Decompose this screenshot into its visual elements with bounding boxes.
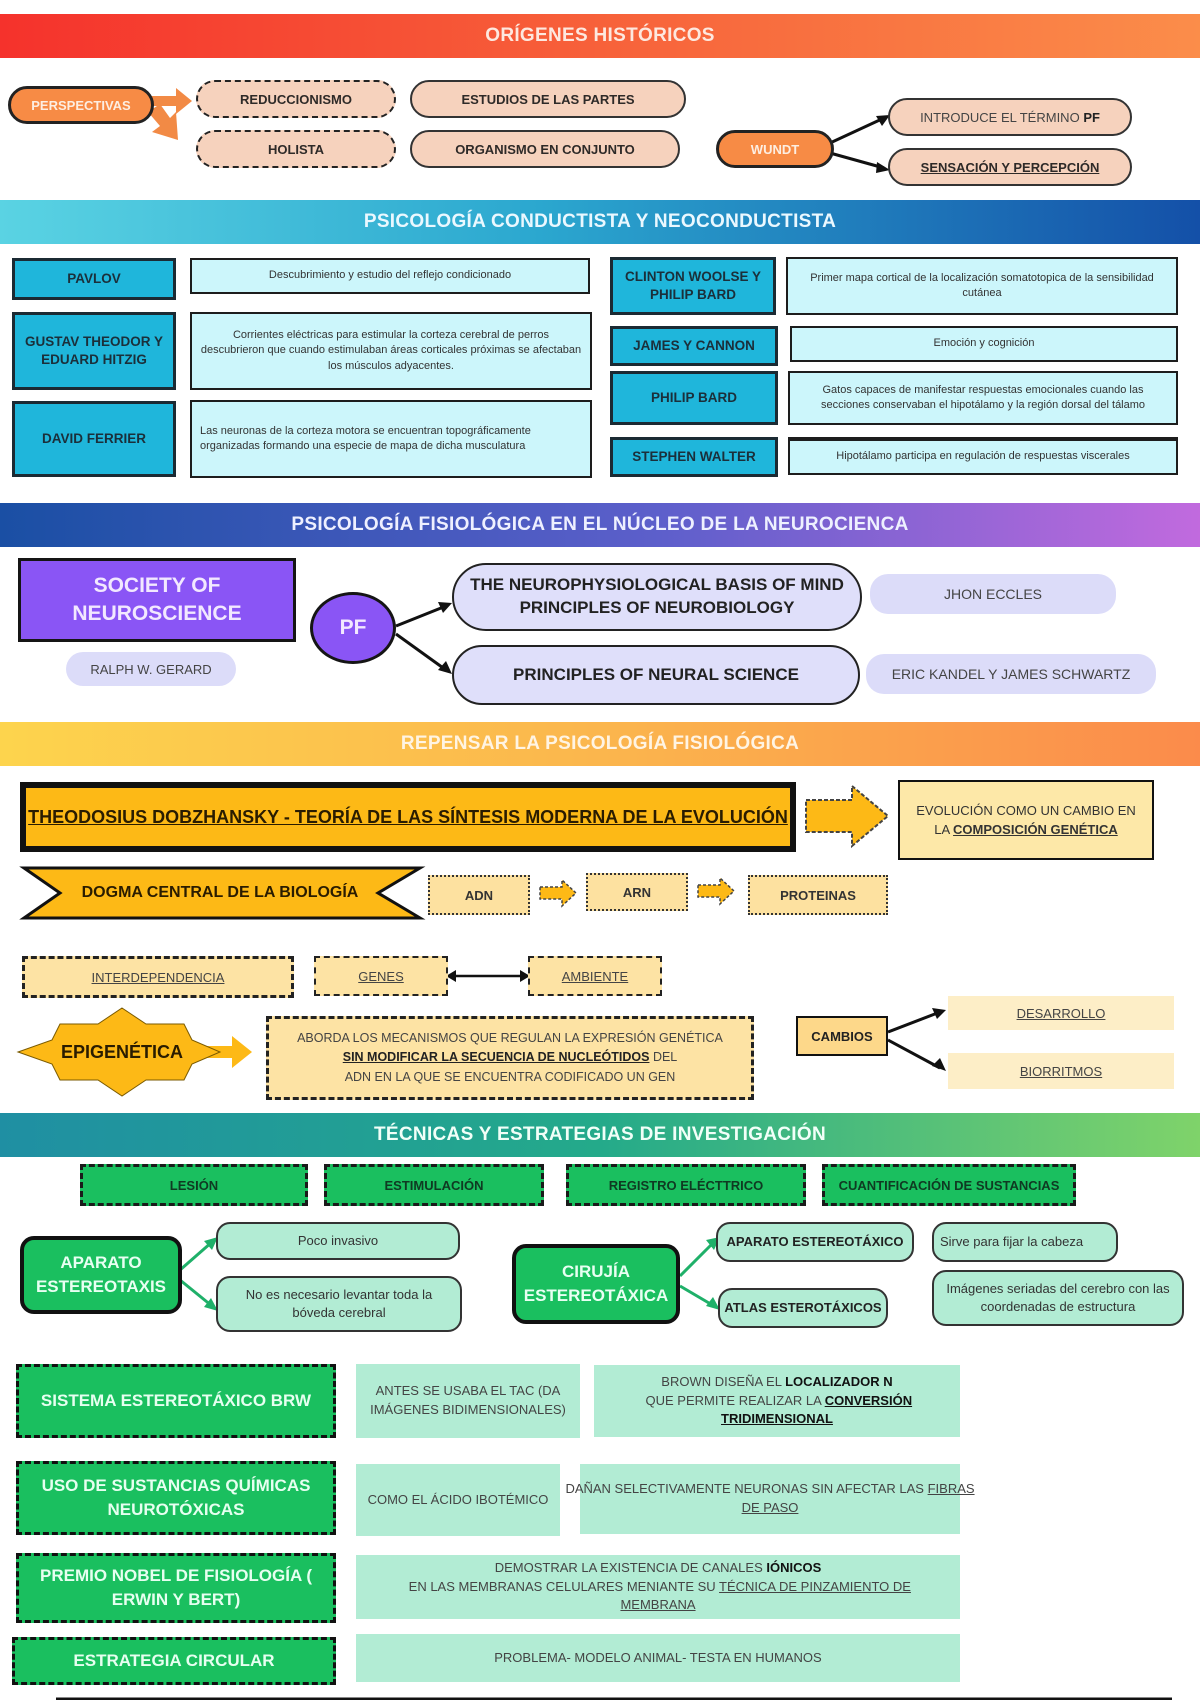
desc-philip-bard: Gatos capaces de manifestar respuestas e… xyxy=(788,371,1178,425)
premio-nobel-box: PREMIO NOBEL DE FISIOLOGÍA ( ERWIN Y BER… xyxy=(16,1553,336,1623)
sistema-brw-box: SISTEMA ESTEREOTÁXICO BRW xyxy=(16,1364,336,1438)
society-neuroscience-box: SOCIETY OF NEUROSCIENCE xyxy=(18,558,296,642)
section-title-neuro: PSICOLOGÍA FISIOLÓGICA EN EL NÚCLEO DE L… xyxy=(0,503,1200,547)
arrow-icon xyxy=(876,115,890,173)
sustancias-neurotoxicas-box: USO DE SUSTANCIAS QUÍMICAS NEUROTÓXICAS xyxy=(16,1461,336,1535)
person-stephen-walter: STEPHEN WALTER xyxy=(610,437,778,477)
cambios-box: CAMBIOS xyxy=(796,1016,888,1056)
book-neurophysiological-basis: THE NEUROPHYSIOLOGICAL BASIS OF MIND PRI… xyxy=(452,563,862,631)
arrow-icon xyxy=(697,876,736,906)
person-philip-bard: PHILIP BARD xyxy=(610,371,778,425)
ralph-gerard-label: RALPH W. GERARD xyxy=(66,652,236,686)
atlas-estereotaxicos-box: ATLAS ESTEROTÁXICOS xyxy=(718,1288,888,1328)
demostrar-canales-box: DEMOSTRAR LA EXISTENCIA DE CANALES IÓNIC… xyxy=(356,1555,960,1619)
arrow-icon xyxy=(829,116,885,170)
person-james-cannon: JAMES Y CANNON xyxy=(610,326,778,366)
desc-pavlov: Descubrimiento y estudio del reflejo con… xyxy=(190,258,590,294)
wundt-node[interactable]: WUNDT xyxy=(716,130,834,168)
sirve-fijar-box: Sirve para fijar la cabeza xyxy=(932,1222,1118,1262)
reduccionismo-node[interactable]: REDUCCIONISMO xyxy=(196,80,396,118)
dogma-label: DOGMA CENTRAL DE LA BIOLOGÍA xyxy=(81,884,359,901)
no-es-necesario-box: No es necesario levantar toda la bóveda … xyxy=(216,1276,462,1332)
dobzhansky-theory-box: THEODOSIUS DOBZHANSKY - TEORÍA DE LAS SÍ… xyxy=(20,782,796,852)
arrow-icon xyxy=(204,1036,252,1068)
cirugia-estereotaxica-box: CIRUJÍA ESTEREOTÁXICA xyxy=(512,1244,680,1324)
arn-box: ARN xyxy=(586,873,688,911)
pf-circle: PF xyxy=(310,592,396,664)
arrow-icon xyxy=(148,88,192,140)
section-title-behaviorism: PSICOLOGÍA CONDUCTISTA Y NEOCONDUCTISTA xyxy=(0,200,1200,244)
perspectivas-node[interactable]: PERSPECTIVAS xyxy=(8,86,154,124)
person-pavlov: PAVLOV xyxy=(12,258,176,300)
sensacion-percepcion-node[interactable]: SENSACIÓN Y PERCEPCIÓN xyxy=(888,148,1132,186)
person-woolse-bard: CLINTON WOOLSE Y PHILIP BARD xyxy=(610,257,776,315)
poco-invasivo-box: Poco invasivo xyxy=(216,1222,460,1260)
desc-gustav-hitzig: Corrientes eléctricas para estimular la … xyxy=(190,312,592,390)
arrow-icon xyxy=(179,1240,716,1308)
author-kandel-schwartz: ERIC KANDEL Y JAMES SCHWARTZ xyxy=(866,654,1156,694)
method-lesion: LESIÓN xyxy=(80,1164,308,1206)
desarrollo-box: DESARROLLO xyxy=(948,996,1174,1030)
evolucion-box: EVOLUCIÓN COMO UN CAMBIO EN LA COMPOSICI… xyxy=(898,780,1154,860)
interdependencia-box: INTERDEPENDENCIA xyxy=(22,956,294,998)
adn-box: ADN xyxy=(428,875,530,915)
section-title-rethink: REPENSAR LA PSICOLOGÍA FISIOLÓGICA xyxy=(0,722,1200,766)
genes-box: GENES xyxy=(314,956,448,996)
arrow-icon xyxy=(805,783,890,849)
desc-david-ferrier: Las neuronas de la corteza motora se enc… xyxy=(190,400,592,478)
arrow-icon xyxy=(539,878,578,908)
problema-modelo-box: PROBLEMA- MODELO ANIMAL- TESTA EN HUMANO… xyxy=(356,1634,960,1682)
acido-ibotemico-box: COMO EL ÁCIDO IBOTÉMICO xyxy=(356,1464,560,1536)
person-gustav-hitzig: GUSTAV THEODOR Y EDUARD HITZIG xyxy=(12,312,176,390)
holista-node[interactable]: HOLISTA xyxy=(196,130,396,168)
desc-james-cannon: Emoción y cognición xyxy=(790,326,1178,362)
biorritmos-box: BIORRITMOS xyxy=(948,1053,1174,1089)
author-jhon-eccles: JHON ECCLES xyxy=(870,574,1116,614)
ambiente-box: AMBIENTE xyxy=(528,956,662,996)
person-david-ferrier: DAVID FERRIER xyxy=(12,401,176,477)
aparato-estereotaxico-box: APARATO ESTEREOTÁXICO xyxy=(716,1222,914,1262)
epigenetica-star xyxy=(16,1007,222,1097)
brown-localizador-box: BROWN DISEÑA EL LOCALIZADOR N QUE PERMIT… xyxy=(594,1365,960,1437)
arrow-icon xyxy=(438,602,452,674)
epigenetica-description: ABORDA LOS MECANISMOS QUE REGULAN LA EXP… xyxy=(266,1016,754,1100)
desc-woolse-bard: Primer mapa cortical de la localización … xyxy=(786,257,1178,315)
danan-neuronas-box: DAÑAN SELECTIVAMENTE NEURONAS SIN AFECTA… xyxy=(565,1464,975,1534)
dogma-ribbon xyxy=(19,866,426,920)
estrategia-circular-box: ESTRATEGIA CIRCULAR xyxy=(12,1637,336,1685)
method-estimulacion: ESTIMULACIÓN xyxy=(324,1164,544,1206)
epigenetica-label: EPIGENÉTICA xyxy=(60,1041,184,1062)
arrow-icon xyxy=(395,604,447,672)
section-title-techniques: TÉCNICAS Y ESTRATEGIAS DE INVESTIGACIÓN xyxy=(0,1113,1200,1157)
desc-stephen-walter: Hipotálamo participa en regulación de re… xyxy=(788,437,1178,475)
introduce-pf-node[interactable]: INTRODUCE EL TÉRMINO PF xyxy=(888,98,1132,136)
estudios-partes-node[interactable]: ESTUDIOS DE LAS PARTES xyxy=(410,80,686,118)
proteinas-box: PROTEINAS xyxy=(748,875,888,915)
arrow-icon xyxy=(887,1010,941,1070)
aparato-estereotaxis-box: APARATO ESTEREOTAXIS xyxy=(20,1236,182,1314)
section-title-origins: ORÍGENES HISTÓRICOS xyxy=(0,14,1200,58)
method-registro-electrico: REGISTRO ELÉCTTRICO xyxy=(566,1164,806,1206)
antes-tac-box: ANTES SE USABA EL TAC (DA IMÁGENES BIDIM… xyxy=(356,1364,580,1438)
imagenes-seriadas-box: Imágenes seriadas del cerebro con las co… xyxy=(932,1270,1184,1326)
organismo-conjunto-node[interactable]: ORGANISMO EN CONJUNTO xyxy=(410,130,680,168)
book-principles-neural-science: PRINCIPLES OF NEURAL SCIENCE xyxy=(452,645,860,705)
method-cuantificacion: CUANTIFICACIÓN DE SUSTANCIAS xyxy=(822,1164,1076,1206)
